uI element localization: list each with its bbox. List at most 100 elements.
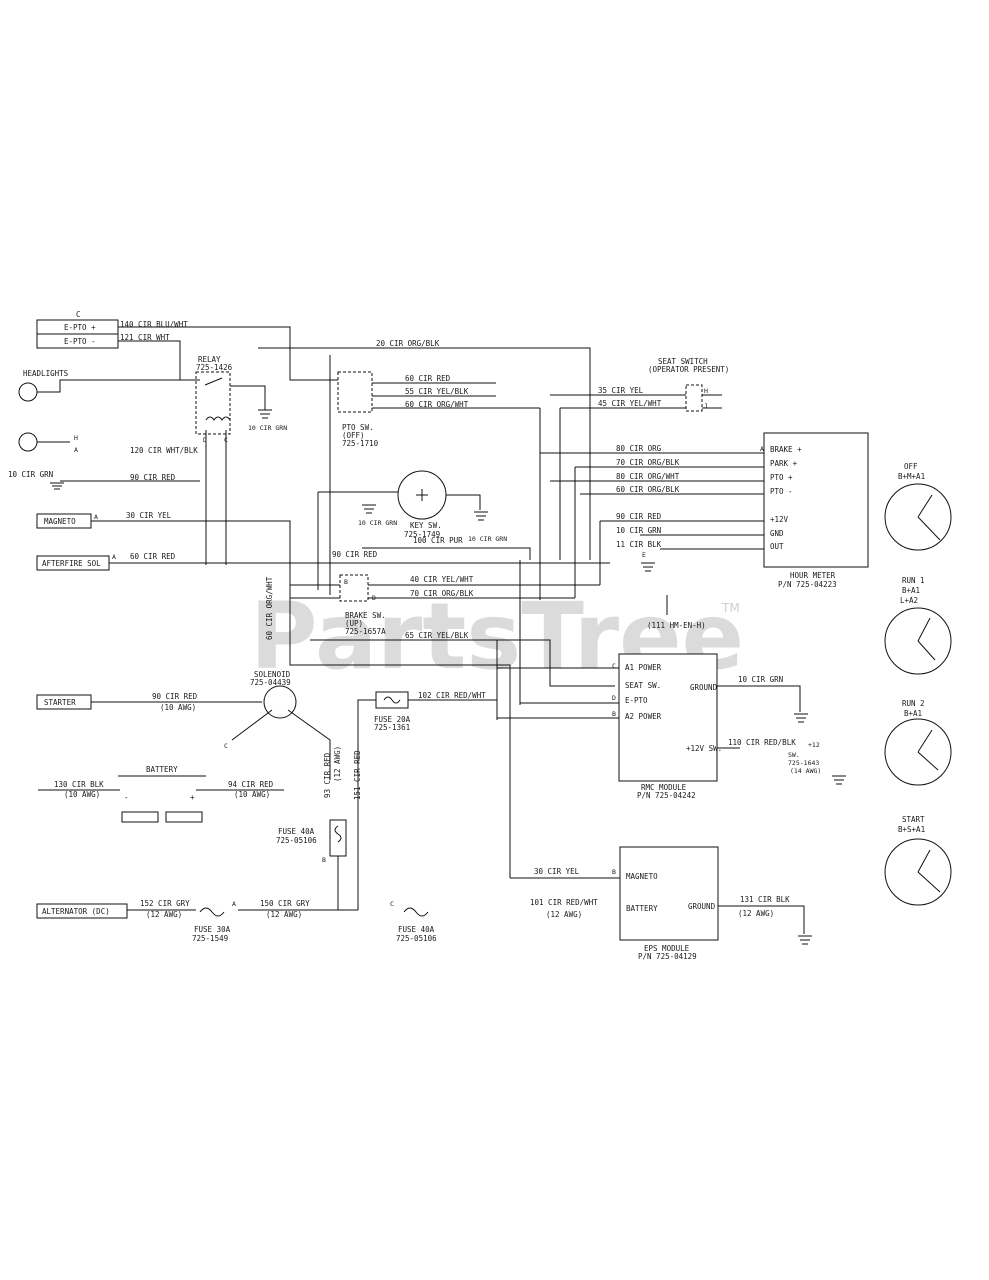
wire-30yel-label: 30 CIR YEL: [126, 511, 172, 520]
awg-131-label: (12 AWG): [738, 909, 774, 918]
seat-wires: [550, 394, 722, 409]
rmc-c: C: [612, 662, 616, 670]
ground-key-2: [474, 511, 488, 521]
hm-out-label: OUT: [770, 542, 784, 551]
key-sw-label: KEY SW.: [410, 521, 442, 530]
pos-run1-title: RUN 1: [902, 576, 925, 585]
ground-110: [832, 775, 846, 785]
wire-90red-st-label: 90 CIR RED: [152, 692, 198, 701]
rmc-gnd-label: GROUND: [690, 683, 718, 692]
wire-45-label: 45 CIR YEL/WHT: [598, 399, 662, 408]
key-positions: OFF B+M+A1 RUN 1 B+A1 L+A2 RUN 2 B+A1 ST…: [884, 462, 952, 906]
hm-12v-label: +12V: [770, 515, 789, 524]
fuse-40a-b-label: FUSE 40A: [398, 925, 435, 934]
awg10-label: (10 AWG): [160, 703, 196, 712]
wire-101-label: 101 CIR RED/WHT: [530, 898, 598, 907]
rmc-12v-label: +12V SW.: [686, 744, 722, 753]
hm-a: A: [760, 445, 764, 453]
fuse-40a-a-label: FUSE 40A: [278, 827, 315, 836]
ground-hm: [641, 562, 655, 572]
eps-bat-label: BATTERY: [626, 904, 658, 913]
rmc-epto-label: E-PTO: [625, 696, 648, 705]
wire-80ow-label: 80 CIR ORG/WHT: [616, 472, 680, 481]
pn1643-label: 725-1643: [788, 759, 819, 767]
rmc-title: RMC MODULE: [641, 783, 687, 792]
pos-run2-title: RUN 2: [902, 699, 925, 708]
wire-120-label: 120 CIR WHT/BLK: [130, 446, 198, 455]
pos-run2-code: B+A1: [904, 709, 922, 718]
afterfire-label: AFTERFIRE SOL: [42, 559, 101, 568]
seat-h: H: [704, 387, 708, 395]
hour-meter-label: HOUR METER: [790, 571, 836, 580]
eps-gnd-label: GROUND: [688, 902, 716, 911]
awg-130-label: (10 AWG): [64, 790, 100, 799]
rmc-gnd-wire: [717, 685, 801, 712]
headlight-h: H: [74, 434, 78, 442]
wire-152-label: 152 CIR GRY: [140, 899, 190, 908]
battery-cell-1: [121, 811, 159, 823]
fuse-40a-b-pn: 725-05106: [396, 934, 437, 943]
relay-out: [230, 385, 266, 410]
afterfire-a: A: [112, 553, 116, 561]
awg-101-label: (12 AWG): [546, 910, 582, 919]
hour-meter-wires: [540, 452, 764, 550]
wire-55-label: 55 CIR YEL/BLK: [405, 387, 469, 396]
battery-label: BATTERY: [146, 765, 178, 774]
pto-pn-label: 725-1710: [342, 439, 379, 448]
key-gnd-1-label: 10 CIR GRN: [358, 519, 397, 527]
battery-plus: +: [190, 793, 195, 802]
fuse-40a-a-symbol: [334, 825, 342, 843]
wire-90red-b-label: 90 CIR RED: [332, 550, 378, 559]
ground-rmc: [794, 713, 808, 723]
pos-run1-code2: L+A2: [900, 596, 918, 605]
starter-label: STARTER: [44, 698, 76, 707]
brake-b: B: [344, 578, 348, 586]
seat-j: J: [704, 402, 708, 410]
brake-switch-box: [339, 574, 369, 602]
fuse-20a-label: FUSE 20A: [374, 715, 411, 724]
sol-c: C: [224, 742, 228, 750]
eps-module-box: [619, 846, 719, 941]
brake-wires: [290, 584, 600, 599]
awg-110-label: (14 AWG): [790, 767, 821, 775]
wire-121: [118, 340, 200, 381]
rmc-pn: P/N 725-04242: [637, 791, 696, 800]
fuse-30a-pn: 725-1549: [192, 934, 228, 943]
wire-40-label: 40 CIR YEL/WHT: [410, 575, 474, 584]
pos-run2-contacts: [917, 729, 939, 771]
headlight-2: [18, 432, 38, 452]
brake-sw-label: BRAKE SW.: [345, 611, 386, 620]
awg-150-label: (12 AWG): [266, 910, 302, 919]
wire-10grn-hm-label: 10 CIR GRN: [616, 526, 661, 535]
wire-60-label: 60 CIR RED: [405, 374, 451, 383]
wire-90red-label: 90 CIR RED: [130, 473, 176, 482]
relay-contact: [204, 377, 223, 386]
eps-pn: P/N 725-04129: [638, 952, 697, 961]
wire-10grn-rmc-label: 10 CIR GRN: [738, 675, 783, 684]
headlight-wire-1: [37, 379, 200, 393]
e-pto-plus-label: E-PTO +: [64, 323, 96, 332]
hour-meter-pn: P/N 725-04223: [778, 580, 837, 589]
wire-35-label: 35 CIR YEL: [598, 386, 644, 395]
wire-121-label: 121 CIR WHT: [120, 333, 170, 342]
wire-60ow-v-label: 60 CIR ORG/WHT: [265, 576, 274, 640]
wire-10grn-relay-label: 10 CIR GRN: [8, 470, 53, 479]
rmc-seat-label: SEAT SW.: [625, 681, 661, 690]
wire-20-label: 20 CIR ORG/BLK: [376, 339, 440, 348]
solenoid-pn: 725-04439: [250, 678, 291, 687]
awg-152-label: (12 AWG): [146, 910, 182, 919]
pos-run1-code: B+A1: [902, 586, 920, 595]
solenoid-wires: [231, 709, 331, 780]
wire-151: [357, 699, 376, 910]
hm-park-label: PARK +: [770, 459, 798, 468]
key-wires: [318, 491, 481, 510]
wire-30yel: [91, 520, 511, 878]
sw-label: SW.: [788, 751, 800, 759]
wire-70ob-label: 70 CIR ORG/BLK: [616, 458, 680, 467]
hm-gnd-label: GND: [770, 529, 784, 538]
fuse-40a-b-symbol: [403, 907, 429, 917]
pos-start-title: START: [902, 815, 925, 824]
seat-switch-label: SEAT SWITCH: [658, 357, 708, 366]
fuse-40a-a-box: [329, 819, 347, 857]
